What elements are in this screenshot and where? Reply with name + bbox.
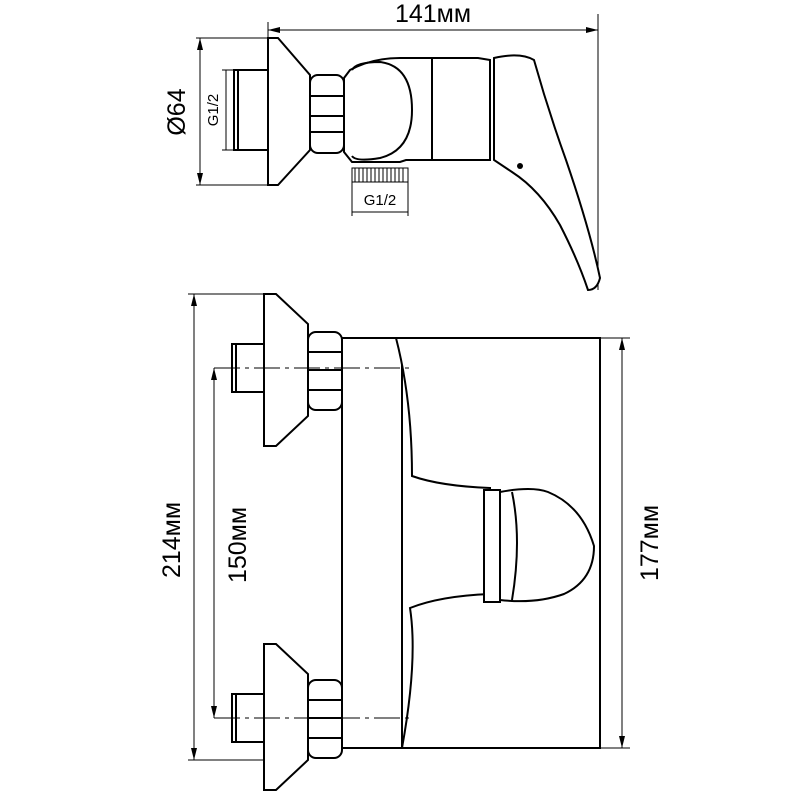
label-distance-150: 150мм: [224, 507, 252, 583]
label-thread-side: G1/2: [205, 94, 222, 127]
label-width-141: 141мм: [395, 0, 471, 28]
front-view: [188, 293, 630, 791]
label-height-214: 214мм: [158, 502, 186, 578]
label-thread-bottom: G1/2: [364, 192, 397, 209]
top-view: [196, 14, 602, 292]
label-diameter-64: Ø64: [163, 88, 191, 135]
label-height-177: 177мм: [636, 505, 664, 581]
thread-hatching: [354, 168, 404, 182]
